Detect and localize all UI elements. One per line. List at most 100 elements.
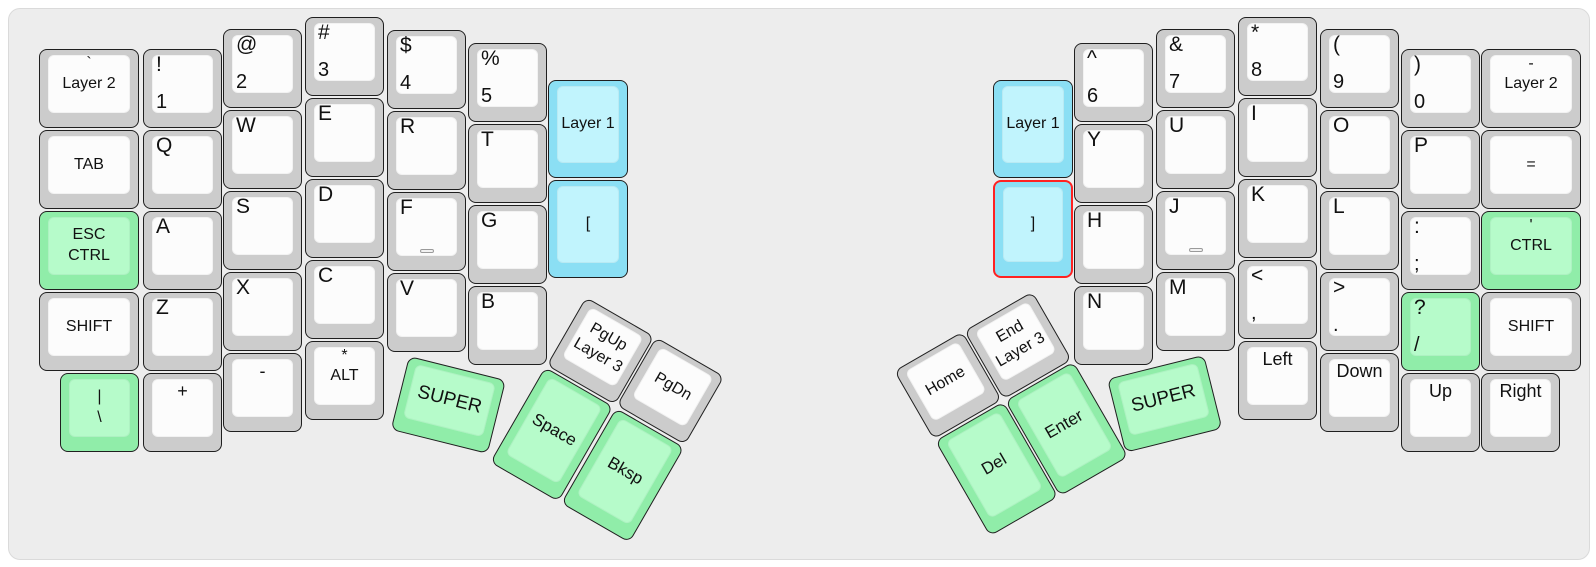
key-tab[interactable]: TAB — [39, 130, 139, 209]
key-u[interactable]: U — [1156, 110, 1235, 189]
key-z[interactable]: Z — [143, 292, 222, 371]
key-legend-line: Space — [528, 409, 580, 451]
key-legend: 9 — [1333, 71, 1345, 93]
key-minus-layer2[interactable]: -Layer 2 — [1481, 49, 1581, 128]
keycap-top: P — [1410, 134, 1471, 194]
key-legend-center: SUPER — [403, 364, 496, 437]
key-slash[interactable]: ?/ — [1401, 292, 1480, 371]
key-legend: 6 — [1087, 85, 1099, 107]
key-p[interactable]: P — [1401, 130, 1480, 209]
key-h[interactable]: H — [1074, 205, 1153, 284]
keycap-top: Layer 1 — [1002, 86, 1064, 163]
key-shift-right[interactable]: SHIFT — [1481, 292, 1581, 371]
key-5[interactable]: %5 — [468, 43, 547, 122]
key-layer1-left[interactable]: Layer 1 — [548, 80, 628, 178]
key-legend: : — [1414, 215, 1420, 238]
key-pipe-backslash[interactable]: |\ — [60, 373, 139, 452]
keycap-top: + — [152, 379, 213, 437]
key-rbracket[interactable]: ] — [993, 180, 1073, 278]
keycap-top: D — [314, 183, 375, 243]
key-right[interactable]: Right — [1481, 373, 1560, 452]
key-legend-line: Home — [922, 362, 968, 399]
key-legend: R — [400, 115, 416, 138]
key-e[interactable]: E — [305, 98, 384, 177]
key-legend-center: SUPER — [1117, 363, 1210, 436]
key-7[interactable]: &7 — [1156, 29, 1235, 108]
key-legend-line: Layer 1 — [1006, 115, 1060, 133]
key-legend-center: + — [152, 379, 213, 437]
key-super-right[interactable]: SUPER — [1107, 354, 1223, 453]
key-d[interactable]: D — [305, 179, 384, 258]
key-legend: M — [1169, 276, 1187, 299]
key-grave-layer2[interactable]: `Layer 2 — [39, 49, 139, 128]
key-n[interactable]: N — [1074, 286, 1153, 365]
key-super-left[interactable]: SUPER — [390, 356, 507, 454]
key-legend-line: Layer 1 — [561, 115, 615, 133]
key-comma[interactable]: <, — [1238, 260, 1317, 339]
key-shift-left[interactable]: SHIFT — [39, 292, 139, 371]
key-left[interactable]: Left — [1238, 341, 1317, 420]
key-l[interactable]: L — [1320, 191, 1399, 270]
key-j[interactable]: J — [1156, 191, 1235, 270]
key-period[interactable]: >. — [1320, 272, 1399, 351]
keycap-top: A — [152, 215, 213, 275]
key-4[interactable]: $4 — [387, 30, 466, 109]
key-plus[interactable]: + — [143, 373, 222, 452]
keycap-top: = — [1490, 136, 1572, 194]
key-x[interactable]: X — [223, 272, 302, 351]
keycap-top: $4 — [396, 34, 457, 94]
key-legend: S — [236, 195, 251, 218]
key-layer1-right[interactable]: Layer 1 — [993, 80, 1073, 178]
key-down[interactable]: Down — [1320, 353, 1399, 432]
keycap-top: Up — [1410, 379, 1471, 437]
key-c[interactable]: C — [305, 260, 384, 339]
key-9[interactable]: (9 — [1320, 29, 1399, 108]
key-s[interactable]: S — [223, 191, 302, 270]
key-o[interactable]: O — [1320, 110, 1399, 189]
key-legend-line: ALT — [330, 366, 359, 384]
key-b[interactable]: B — [468, 286, 547, 365]
homing-bar — [1188, 248, 1203, 252]
key-w[interactable]: W — [223, 110, 302, 189]
key-t[interactable]: T — [468, 124, 547, 203]
key-8[interactable]: *8 — [1238, 17, 1317, 96]
keycap-top: |\ — [69, 379, 130, 437]
keycap-top: L — [1329, 195, 1390, 255]
key-legend-line: Enter — [1041, 406, 1087, 443]
key-legend-center: Down — [1329, 359, 1390, 417]
keycap-top: Y — [1083, 128, 1144, 188]
key-legend: / — [1414, 334, 1420, 356]
key-r[interactable]: R — [387, 111, 466, 190]
key-m[interactable]: M — [1156, 272, 1235, 351]
key-lbracket[interactable]: [ — [548, 180, 628, 278]
key-legend: 5 — [481, 85, 493, 107]
key-y[interactable]: Y — [1074, 124, 1153, 203]
key-quote-ctrl[interactable]: 'CTRL — [1481, 211, 1581, 290]
key-equals[interactable]: = — [1481, 130, 1581, 209]
key-f[interactable]: F — [387, 192, 466, 271]
key-minus-left[interactable]: - — [223, 353, 302, 432]
keycap-top: SUPER — [1117, 362, 1211, 437]
key-a[interactable]: A — [143, 211, 222, 290]
key-legend: B — [481, 290, 496, 313]
key-3[interactable]: #3 — [305, 17, 384, 96]
key-legend-line: SHIFT — [1507, 317, 1555, 335]
key-6[interactable]: ^6 — [1074, 43, 1153, 122]
key-g[interactable]: G — [468, 205, 547, 284]
key-1[interactable]: !1 — [143, 49, 222, 128]
keycap-top: Layer 1 — [557, 86, 619, 163]
keycap-top: I — [1247, 102, 1308, 162]
key-up[interactable]: Up — [1401, 373, 1480, 452]
key-q[interactable]: Q — [143, 130, 222, 209]
keycap-top: F — [396, 196, 457, 256]
key-legend: G — [481, 209, 498, 232]
key-0[interactable]: )0 — [1401, 49, 1480, 128]
key-v[interactable]: V — [387, 273, 466, 352]
key-i[interactable]: I — [1238, 98, 1317, 177]
key-k[interactable]: K — [1238, 179, 1317, 258]
key-semicolon[interactable]: :; — [1401, 211, 1480, 290]
key-alt[interactable]: *ALT — [305, 341, 384, 420]
key-2[interactable]: @2 — [223, 29, 302, 108]
